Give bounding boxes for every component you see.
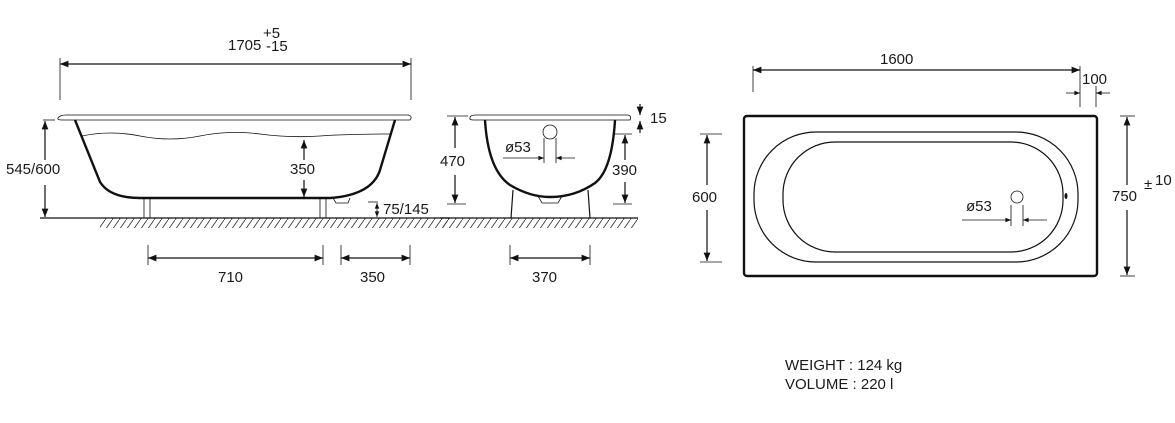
end-view: ø53 470 390 15 370 (440, 104, 667, 286)
basin-inner (782, 141, 1064, 253)
outer-width-label: 750 (1112, 188, 1137, 205)
weight-label: WEIGHT : 124 kg (785, 357, 902, 374)
top-drain-offset-label: 100 (1082, 71, 1107, 88)
drain-outlet (332, 197, 351, 204)
tub-body (73, 119, 397, 200)
inner-width-label: 600 (692, 189, 717, 206)
water-depth-label: 350 (290, 161, 315, 178)
leg (143, 197, 151, 219)
rim-thickness-label: 15 (650, 110, 667, 127)
leg-adjust-label: 75/145 (383, 201, 429, 218)
tub-rim (57, 114, 412, 121)
leg-spacing-label: 710 (218, 269, 243, 286)
end-height-label: 470 (440, 153, 465, 170)
width-tolerance: 10 (1155, 172, 1172, 189)
inner-length-label: 1600 (880, 51, 913, 68)
tub-outline (742, 114, 1099, 278)
overflow-dot (1064, 193, 1068, 199)
tub-rim (469, 114, 632, 121)
drain-offset-label: 350 (360, 269, 385, 286)
overflow-circle (542, 124, 558, 140)
leg (319, 197, 327, 219)
volume-label: VOLUME : 220 l (785, 376, 893, 393)
top-view: ø53 1600 100 600 750 ± 10 (692, 51, 1172, 278)
overall-length: 1705 (228, 37, 261, 54)
specifications: WEIGHT : 124 kg VOLUME : 220 l (785, 357, 902, 393)
top-drain-diameter-label: ø53 (966, 198, 992, 215)
floor-hatch (100, 218, 450, 228)
width-tolerance-sign: ± (1144, 176, 1152, 193)
water-line (81, 132, 391, 140)
tolerance-minus: -15 (266, 38, 288, 55)
end-leg-spacing-label: 370 (532, 269, 557, 286)
tolerance-plus: +5 (263, 25, 280, 42)
side-view: 1705 +5 -15 545/600 350 75/145 710 350 (6, 25, 450, 286)
basin-outer (753, 131, 1079, 263)
drain-circle (1010, 190, 1024, 204)
inner-height-label: 390 (612, 162, 637, 179)
tub-body (483, 119, 617, 199)
drain-diameter-label: ø53 (505, 139, 531, 156)
height-label: 545/600 (6, 161, 60, 178)
